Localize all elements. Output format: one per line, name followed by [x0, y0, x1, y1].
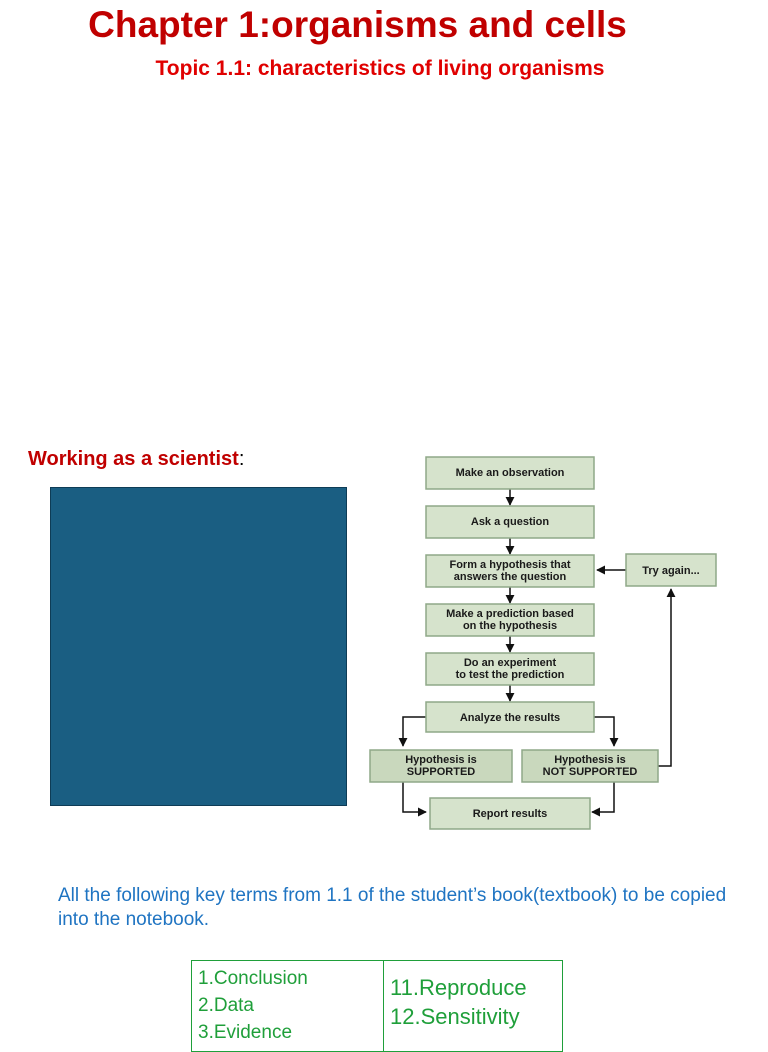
- arrow-to-not-supported: [594, 716, 619, 747]
- step-prediction-line1: Make a prediction based: [446, 608, 574, 620]
- step-hypothesis-line2: answers the question: [454, 571, 567, 583]
- step-supported-line1: Hypothesis is: [405, 754, 477, 766]
- arrow-notsupported-report: [591, 782, 615, 817]
- step-experiment-line1: Do an experiment: [464, 657, 557, 669]
- step-prediction-line2: on the hypothesis: [463, 620, 557, 632]
- step-prediction: Make a prediction based on the hypothesi…: [425, 603, 595, 637]
- key-terms-column-1: 1.Conclusion 2.Data 3.Evidence: [192, 961, 384, 1051]
- key-term: 2.Data: [198, 995, 254, 1016]
- step-supported: Hypothesis is SUPPORTED: [369, 749, 513, 783]
- step-try-again-text: Try again...: [642, 565, 699, 577]
- key-terms-instructions: All the following key terms from 1.1 of …: [58, 885, 727, 930]
- step-experiment-line2: to test the prediction: [456, 669, 565, 681]
- section-heading: Working as a scientist:: [28, 448, 244, 471]
- key-term: 11.Reproduce: [390, 975, 527, 1000]
- key-terms-column-2: 11.Reproduce 12.Sensitivity: [384, 961, 562, 1051]
- step-question-text: Ask a question: [471, 516, 550, 528]
- chapter-title: Chapter 1:organisms and cells: [88, 4, 627, 45]
- step-supported-line2: SUPPORTED: [407, 766, 476, 778]
- step-analyze-text: Analyze the results: [460, 712, 560, 724]
- step-observation-text: Make an observation: [456, 467, 565, 479]
- arrow-to-try-again: [658, 588, 676, 767]
- step-experiment: Do an experiment to test the prediction: [425, 652, 595, 686]
- arrow-to-supported: [398, 716, 426, 747]
- step-analyze: Analyze the results: [425, 701, 595, 733]
- step-hypothesis-line1: Form a hypothesis that: [449, 559, 570, 571]
- scientific-method-flowchart: Make an observation Ask a question Form …: [369, 456, 717, 830]
- arrow-supported-report: [402, 782, 427, 817]
- section-label: Working as a scientist: [28, 448, 239, 470]
- step-not-supported-line2: NOT SUPPORTED: [543, 766, 638, 778]
- key-term: 3.Evidence: [198, 1022, 293, 1043]
- step-observation: Make an observation: [425, 456, 595, 490]
- step-report: Report results: [429, 797, 591, 830]
- step-report-text: Report results: [473, 808, 548, 820]
- section-colon: :: [238, 448, 245, 470]
- key-term: 12.Sensitivity: [390, 1004, 520, 1029]
- key-term: 1.Conclusion: [198, 968, 308, 989]
- topic-subtitle: Topic 1.1: characteristics of living org…: [155, 57, 605, 80]
- image-placeholder-box: [50, 487, 347, 806]
- step-hypothesis: Form a hypothesis that answers the quest…: [425, 554, 595, 588]
- step-question: Ask a question: [425, 505, 595, 539]
- key-terms-table: 1.Conclusion 2.Data 3.Evidence 11.Reprod…: [191, 960, 563, 1052]
- step-not-supported-line1: Hypothesis is: [554, 754, 626, 766]
- step-not-supported: Hypothesis is NOT SUPPORTED: [521, 749, 659, 783]
- step-try-again: Try again...: [625, 553, 717, 587]
